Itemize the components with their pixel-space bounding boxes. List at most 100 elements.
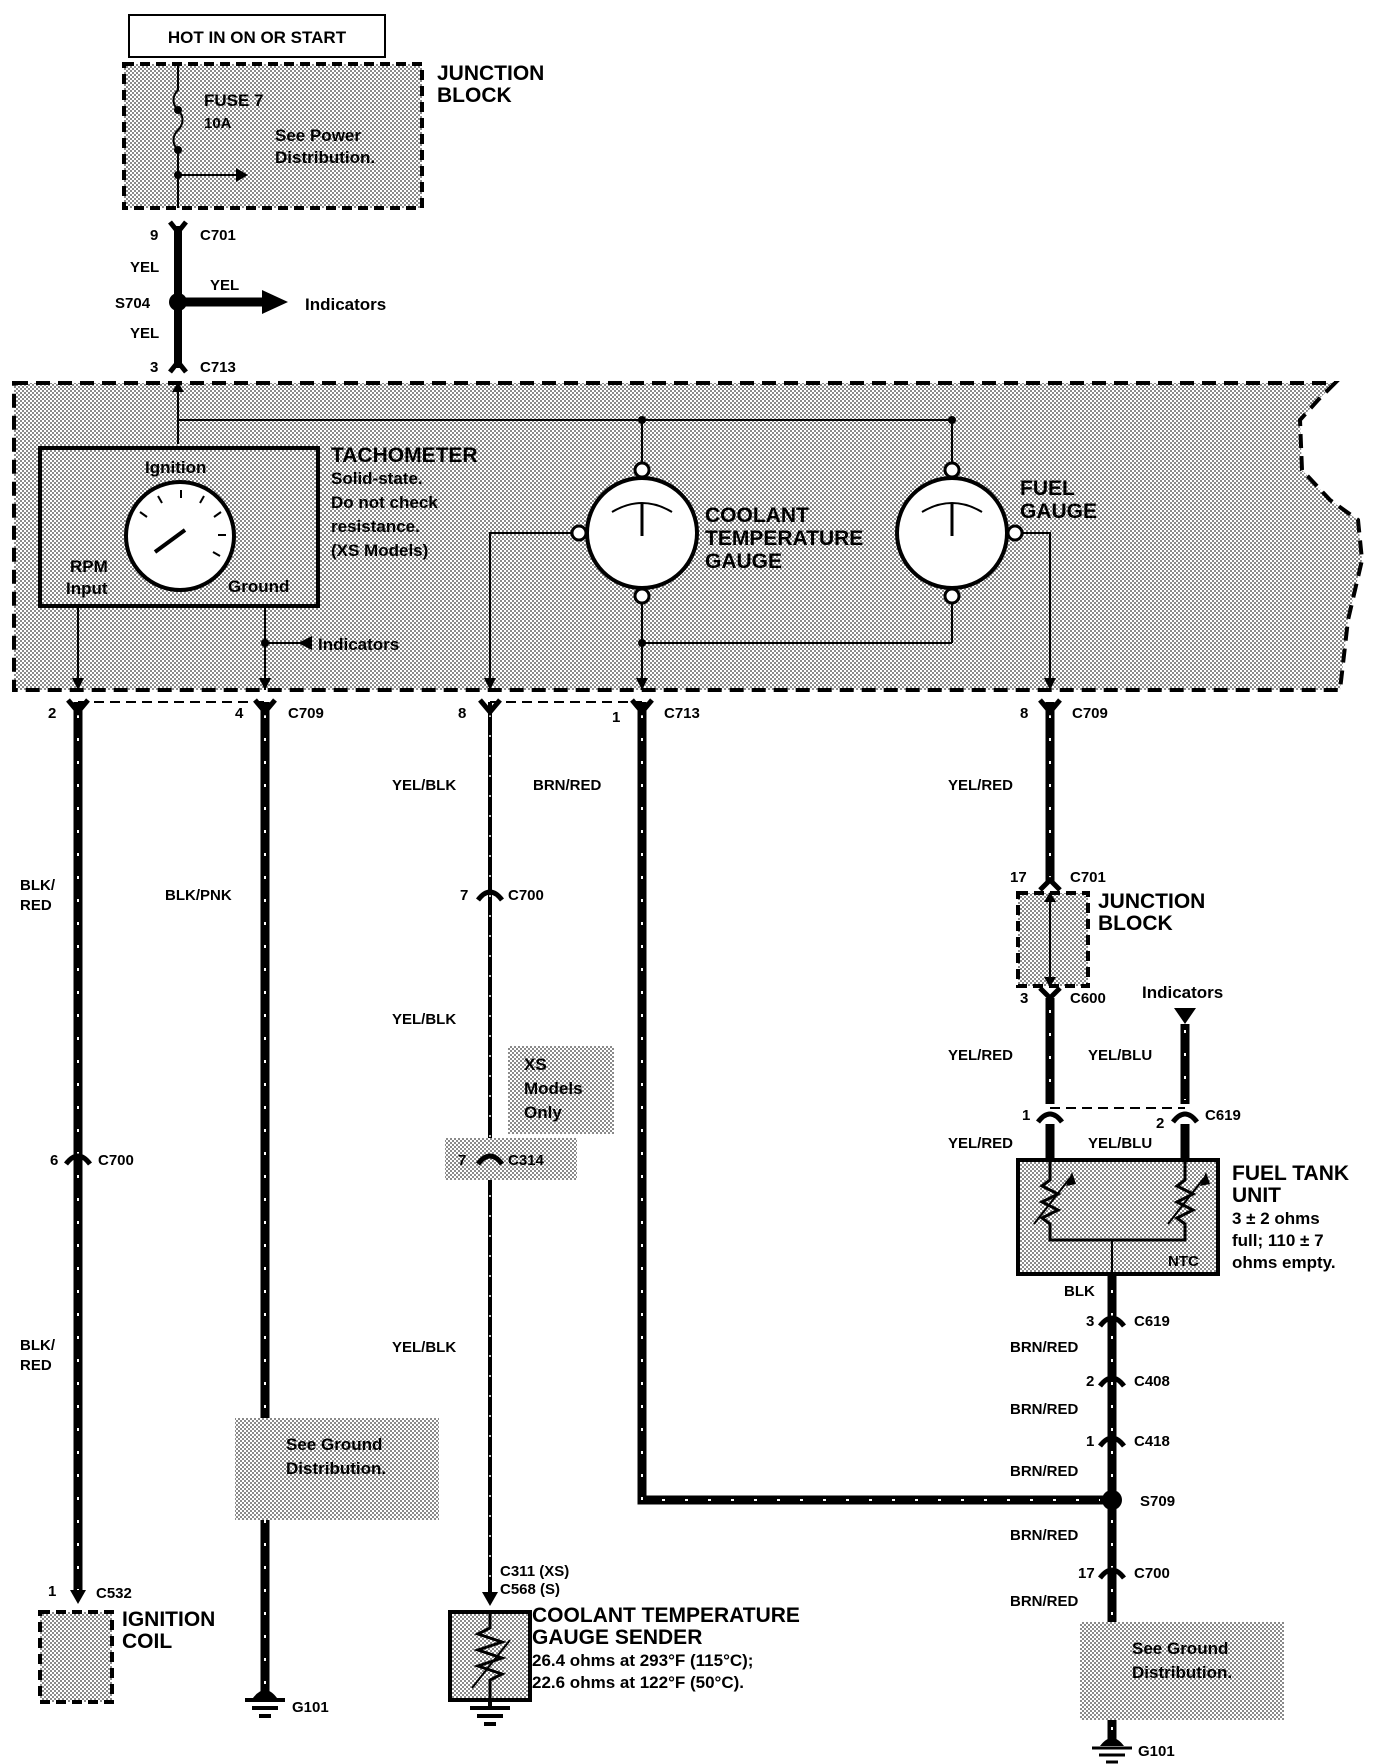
c713-label-top: C713 — [200, 359, 236, 376]
coolant-feed-junction — [638, 416, 646, 424]
xs-note-3: Only — [524, 1103, 562, 1122]
c408-connector — [1098, 1375, 1126, 1388]
c713-bottom-connector — [630, 698, 654, 716]
c619-pin1: 1 — [1022, 1107, 1030, 1124]
coolant-gauge-label-2: TEMPERATURE — [705, 527, 863, 550]
coolant-sender-title-2: GAUGE SENDER — [532, 1626, 702, 1649]
fuel-junction-arrow-up — [1044, 892, 1056, 902]
c700-coolant-connector — [476, 889, 504, 902]
yel-red-color-3: YEL/RED — [948, 1135, 1013, 1152]
yel-blu-color-2: YEL/BLU — [1088, 1135, 1152, 1152]
c619b-pin: 3 — [1086, 1313, 1094, 1330]
coolant-signal-lead — [489, 532, 572, 690]
fuse-junction-block — [122, 62, 424, 210]
tachometer-title: TACHOMETER — [331, 444, 478, 467]
coolant-gauge-top-terminal — [633, 461, 651, 479]
fuel-sender-wiper-left — [1033, 1177, 1071, 1225]
c700-fuel-pin: 17 — [1078, 1565, 1095, 1582]
c700-fuel-connector — [1098, 1567, 1126, 1580]
indicators-fuel-label: Indicators — [1142, 983, 1223, 1002]
brn-red-fuel-1: BRN/RED — [1010, 1339, 1079, 1356]
indicators-fuel-arrow — [1174, 1008, 1196, 1024]
pin-1-label: 1 — [612, 709, 620, 726]
tach-rpm-label-1: RPM — [70, 557, 108, 576]
fuel-junction-arrow-down — [1044, 977, 1056, 987]
ignition-coil-label-2: COIL — [122, 1630, 172, 1653]
tach-rpm-label-2: Input — [66, 579, 108, 598]
c311-arrow — [482, 1592, 498, 1606]
c619-pin2: 2 — [1156, 1115, 1164, 1132]
brn-red-wire-hatch — [641, 715, 1100, 1501]
coolant-ground-symbol — [470, 1706, 510, 1726]
c314-pin: 7 — [458, 1152, 466, 1169]
fuel-sender-wiper-right-head — [1200, 1172, 1210, 1186]
brn-red-fuel-3: BRN/RED — [1010, 1463, 1079, 1480]
fuel-tank-spec-3: ohms empty. — [1232, 1253, 1336, 1272]
ground-ref-left-1: See Ground — [286, 1435, 382, 1454]
c619-label: C619 — [1205, 1107, 1241, 1124]
c709-left-label: C709 — [288, 705, 324, 722]
fuel-gauge-label-2: GAUGE — [1020, 500, 1097, 523]
tach-ground-label: Ground — [228, 577, 289, 596]
fuel-junction-label-2: BLOCK — [1098, 912, 1173, 935]
ignition-coil-box — [38, 1610, 114, 1704]
blk-red-color-1a: BLK/ — [20, 877, 56, 894]
tach-note-4: (XS Models) — [331, 541, 428, 560]
brn-red-color: BRN/RED — [533, 777, 602, 794]
xs-note-1: XS — [524, 1055, 547, 1074]
c709-fuel-connector — [1038, 698, 1062, 716]
tach-note-2: Do not check — [331, 493, 438, 512]
yel-blk-color-2: YEL/BLK — [392, 1011, 456, 1028]
yel-color-2: YEL — [130, 325, 159, 342]
xs-note-2: Models — [524, 1079, 583, 1098]
s704-label: S704 — [115, 295, 151, 312]
fuel-gauge-bottom-terminal — [943, 587, 961, 605]
tachometer-tick-marks — [139, 490, 226, 557]
fuse-arrow-head — [236, 168, 248, 182]
fuse-rating: 10A — [204, 115, 232, 132]
indicators-label-top: Indicators — [305, 295, 386, 314]
ground-ref-right-1: See Ground — [1132, 1639, 1228, 1658]
yel-branch-color: YEL — [210, 277, 239, 294]
xs-models-note-box — [508, 1046, 614, 1134]
coolant-gauge-label-3: GAUGE — [705, 550, 782, 573]
ground-distribution-ref-right — [1080, 1622, 1284, 1720]
c619-connector-pin1 — [1036, 1111, 1064, 1124]
g101-left-ground-symbol — [245, 1698, 285, 1718]
c713-connector-top — [168, 357, 188, 374]
c713-pin-top: 3 — [150, 359, 158, 376]
tach-note-1: Solid-state. — [331, 469, 423, 488]
blk-pnk-color: BLK/PNK — [165, 887, 232, 904]
c600-label: C600 — [1070, 990, 1106, 1007]
fuse-terminal-bottom — [174, 146, 182, 154]
g101-left-label: G101 — [292, 1699, 329, 1716]
hot-in-on-or-start-label: HOT IN ON OR START — [168, 28, 347, 47]
junction-block-top-title-1: JUNCTION — [437, 62, 544, 85]
c701-fuel-pin: 17 — [1010, 869, 1027, 886]
fuel-tank-spec-2: full; 110 ± 7 — [1232, 1231, 1324, 1250]
brn-red-fuel-4: BRN/RED — [1010, 1527, 1079, 1544]
power-distribution-ref-2: Distribution. — [275, 148, 375, 167]
g101-right-label: G101 — [1138, 1743, 1175, 1760]
c701-fuel-label: C701 — [1070, 869, 1106, 886]
coolant-sender-spec-1: 26.4 ohms at 293°F (115°C); — [532, 1651, 753, 1670]
yel-blk-color-3: YEL/BLK — [392, 1339, 456, 1356]
c532-label: C532 — [96, 1585, 132, 1602]
c700-coolant-label: C700 — [508, 887, 544, 904]
coolant-sender-title-1: COOLANT TEMPERATURE — [532, 1604, 800, 1627]
g101-right-ground-symbol — [1092, 1746, 1132, 1764]
g101-left-dome — [253, 1690, 277, 1698]
c418-label: C418 — [1134, 1433, 1170, 1450]
fuel-gauge-top-terminal — [943, 461, 961, 479]
fuel-signal-lead — [1022, 532, 1051, 690]
brn-red-fuel-2: BRN/RED — [1010, 1401, 1079, 1418]
fuel-feed-junction — [948, 416, 956, 424]
g101-right-dome — [1100, 1738, 1124, 1746]
s709-splice — [1102, 1490, 1122, 1510]
blk-red-color-2a: BLK/ — [20, 1337, 56, 1354]
tachometer-needle — [153, 528, 187, 554]
fuel-tank-unit-label-1: FUEL TANK — [1232, 1162, 1349, 1185]
c600-connector — [1038, 986, 1062, 1002]
junction-block-top-title-2: BLOCK — [437, 84, 512, 107]
c600-pin: 3 — [1020, 990, 1028, 1007]
